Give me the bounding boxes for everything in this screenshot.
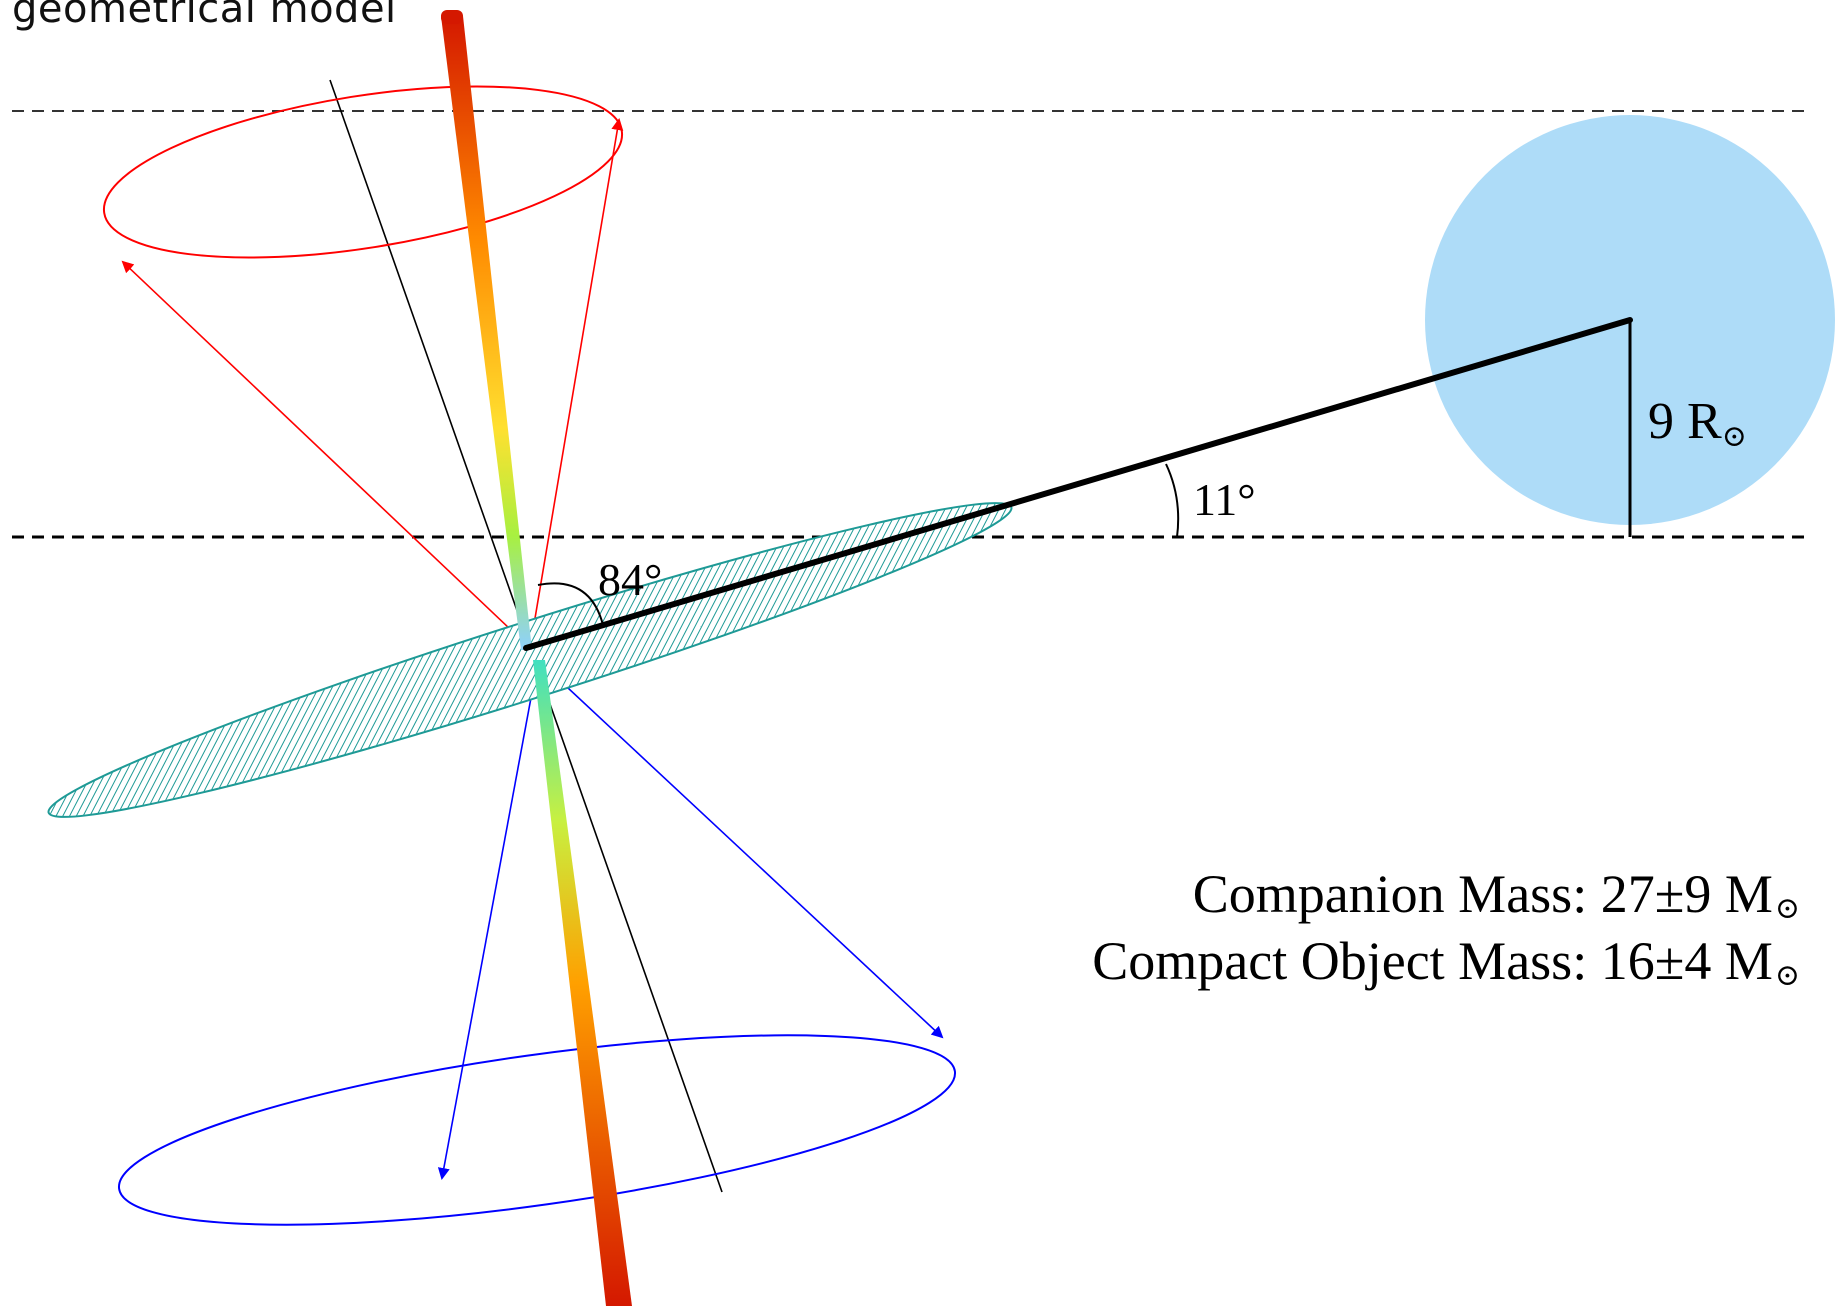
upper-precession-ellipse: [102, 85, 624, 259]
companion-radius-value: 9 R: [1648, 393, 1722, 450]
angle-arc-11: [1165, 463, 1180, 538]
jet-lower: [533, 660, 632, 1306]
sun-symbol-icon: ⊙: [1774, 959, 1800, 992]
upper-cone-left-edge: [121, 260, 531, 649]
compact-object-mass-unit: M: [1724, 931, 1773, 991]
companion-mass-error: 9: [1684, 864, 1712, 924]
angle-label-84: 84°: [598, 554, 662, 605]
sun-symbol-icon: ⊙: [1722, 420, 1747, 453]
companion-mass-line: Companion Mass: 27±9 M⊙: [1193, 863, 1800, 926]
companion-mass-pm: ±: [1654, 864, 1685, 924]
diagram-caption: geometrical model: [12, 0, 397, 32]
compact-object-mass-line: Compact Object Mass: 16±4 M⊙: [1092, 930, 1800, 993]
upper-cone-right-edge: [529, 118, 624, 649]
lower-cone-right-edge: [537, 659, 944, 1039]
compact-object-mass-error: 4: [1684, 931, 1712, 991]
lower-precession-ellipse: [117, 1034, 957, 1226]
compact-object-mass-value: 16: [1600, 931, 1655, 991]
companion-mass-label: Companion Mass:: [1192, 864, 1588, 924]
orbital-separation-line: [523, 317, 1633, 651]
angle-arc-84: [537, 582, 604, 626]
companion-mass-value: 27: [1600, 864, 1655, 924]
compact-object-mass-label: Compact Object Mass:: [1092, 931, 1588, 991]
lower-cone-left-edge: [437, 659, 539, 1180]
jet-upper-cap: [441, 10, 463, 24]
angle-label-11: 11°: [1193, 474, 1256, 525]
companion-radius-label: 9 R⊙: [1648, 393, 1747, 453]
companion-mass-unit: M: [1724, 864, 1773, 924]
accretion-disk: [47, 502, 1013, 818]
compact-object-mass-pm: ±: [1654, 931, 1685, 991]
sun-symbol-icon: ⊙: [1774, 892, 1800, 925]
jet-upper: [441, 16, 532, 650]
